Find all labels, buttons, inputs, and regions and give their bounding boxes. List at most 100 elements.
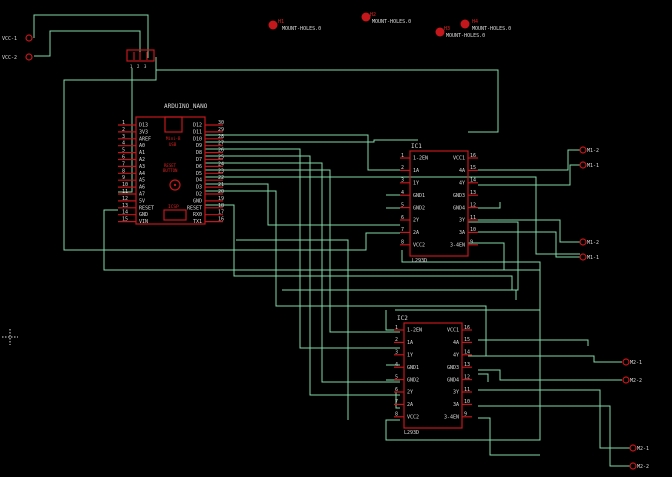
ic1-pin-label: 2A bbox=[413, 230, 419, 236]
terminal-m2-1-b[interactable]: M2-1 bbox=[629, 444, 649, 452]
vcc2-terminal[interactable]: VCC-2 bbox=[2, 53, 33, 61]
arduino-pin-number: 13 bbox=[122, 203, 128, 209]
ic2-pin-label: GND4 bbox=[447, 377, 459, 383]
ic2-pin-label: 3-4EN bbox=[444, 415, 459, 421]
icsp-header bbox=[163, 209, 187, 221]
ic1-pin-label: GND2 bbox=[413, 205, 425, 211]
arduino-pin-label: D11 bbox=[193, 129, 202, 135]
power-inputs: VCC-1 VCC-2 1 2 3 bbox=[2, 34, 155, 69]
arduino-pin-number: 21 bbox=[218, 182, 224, 188]
arduino-pin-label: D9 bbox=[196, 143, 202, 149]
ic1-pin-label: VCC2 bbox=[413, 243, 425, 249]
mount-ref: H3 bbox=[444, 26, 450, 32]
vcc1-terminal[interactable]: VCC-1 bbox=[2, 34, 33, 42]
ic1-body bbox=[409, 150, 469, 257]
arduino-title: ARDUINO_NANO bbox=[164, 103, 208, 110]
arduino-pin-label: GND bbox=[139, 212, 148, 218]
arduino-pin-number: 29 bbox=[218, 127, 224, 133]
arduino-pin-number: 9 bbox=[122, 175, 125, 181]
ic2-pin-label: 3A bbox=[453, 402, 459, 408]
ic2-pin-number: 8 bbox=[395, 412, 398, 418]
terminal-label: M2-2 bbox=[637, 464, 649, 470]
svg-text:USB: USB bbox=[169, 142, 177, 147]
ic2-pin-number: 16 bbox=[464, 325, 470, 331]
terminal-m2-2-b[interactable]: M2-2 bbox=[629, 462, 649, 470]
mounting-holes: H1 MOUNT-HOLES.0 H2 MOUNT-HOLES.0 H3 MOU… bbox=[268, 12, 512, 39]
ic1-pin-label: GND3 bbox=[453, 193, 465, 199]
mount-ref: H1 bbox=[278, 19, 284, 25]
ic2-pin-number: 14 bbox=[464, 350, 470, 356]
arduino-pin-number: 17 bbox=[218, 210, 224, 216]
arduino-pin-label: RX0 bbox=[193, 212, 202, 218]
ic2-pin-label: 2Y bbox=[407, 390, 413, 396]
ic1-pin-number: 5 bbox=[401, 202, 404, 208]
svg-text:BUTTON: BUTTON bbox=[163, 168, 178, 173]
mount-hole-h2[interactable]: H2 MOUNT-HOLES.0 bbox=[361, 12, 412, 25]
power-connector[interactable]: 1 2 3 bbox=[126, 49, 155, 69]
terminal-label: M2-1 bbox=[637, 446, 649, 452]
mount-value: MOUNT-HOLES.0 bbox=[446, 33, 485, 39]
arduino-pin-label: A0 bbox=[139, 143, 145, 149]
mount-ref: H4 bbox=[472, 19, 478, 25]
terminal-m1-2-b[interactable]: M1-2 bbox=[579, 238, 599, 246]
arduino-pin-number: 6 bbox=[122, 155, 125, 161]
arduino-pin-number: 19 bbox=[218, 196, 224, 202]
vcc2-label: VCC-2 bbox=[2, 55, 17, 61]
arduino-pin-label: A5 bbox=[139, 178, 145, 184]
arduino-nano[interactable]: ARDUINO_NANO Mini-B USB RESET BUTTON ICS… bbox=[118, 103, 224, 225]
ic1-pin-number: 7 bbox=[401, 227, 404, 233]
terminal-label: M1-2 bbox=[587, 148, 599, 154]
arduino-pin-number: 22 bbox=[218, 175, 224, 181]
ic2-pin-number: 13 bbox=[464, 362, 470, 368]
mount-hole-h3[interactable]: H3 MOUNT-HOLES.0 bbox=[435, 26, 486, 39]
arduino-pin-label: A2 bbox=[139, 157, 145, 163]
ic1-pin-number: 2 bbox=[401, 165, 404, 171]
arduino-pin-number: 28 bbox=[218, 134, 224, 140]
terminal-m2-2-a[interactable]: M2-2 bbox=[622, 376, 642, 384]
ic2-pin-label: 1-2EN bbox=[407, 328, 422, 334]
mount-hole-h4[interactable]: H4 MOUNT-HOLES.0 bbox=[460, 19, 512, 32]
arduino-pin-label: AREF bbox=[139, 136, 151, 142]
ic1-pin-label: GND4 bbox=[453, 205, 465, 211]
ic1-pin-number: 13 bbox=[470, 190, 476, 196]
connector-pin-2: 2 bbox=[137, 64, 140, 69]
arduino-pin-label: D12 bbox=[193, 123, 202, 129]
arduino-pin-label: TX1 bbox=[193, 219, 202, 225]
ic1-ref: IC1 bbox=[411, 143, 422, 150]
icsp-label: ICSP bbox=[168, 204, 179, 210]
ic1-part: L293D bbox=[412, 258, 427, 264]
ic2-pin-number: 1 bbox=[395, 325, 398, 331]
arduino-pin-label: A7 bbox=[139, 192, 145, 198]
arduino-pin-label: A3 bbox=[139, 164, 145, 170]
ic1-pin-number: 3 bbox=[401, 178, 404, 184]
terminal-m1-1-b[interactable]: M1-1 bbox=[579, 253, 599, 261]
arduino-pin-label: A6 bbox=[139, 185, 145, 191]
mount-hole-h1[interactable]: H1 MOUNT-HOLES.0 bbox=[268, 19, 322, 32]
terminal-label: M2-2 bbox=[630, 378, 642, 384]
arduino-pin-number: 7 bbox=[122, 161, 125, 167]
mount-ref: H2 bbox=[370, 12, 376, 18]
connector-pin-3: 3 bbox=[144, 64, 147, 69]
arduino-pin-label: RESET bbox=[187, 205, 202, 211]
ic1-pin-label: 4Y bbox=[459, 181, 465, 187]
terminal-m2-1-a[interactable]: M2-1 bbox=[622, 358, 642, 366]
terminal-m1-1-a[interactable]: M1-1 bbox=[579, 161, 599, 169]
arduino-pin-label: RESET bbox=[139, 205, 154, 211]
ic1-pin-number: 16 bbox=[470, 153, 476, 159]
ic2-pin-label: 1A bbox=[407, 340, 413, 346]
ic1-pin-label: 3Y bbox=[459, 218, 465, 224]
ic1-pin-label: 4A bbox=[459, 168, 465, 174]
arduino-pin-number: 30 bbox=[218, 120, 224, 126]
terminal-m1-2-a[interactable]: M1-2 bbox=[579, 146, 599, 154]
mount-value: MOUNT-HOLES.0 bbox=[472, 26, 511, 32]
ic1-pin-number: 9 bbox=[470, 240, 473, 246]
arduino-pin-number: 10 bbox=[122, 182, 128, 188]
ic2-pin-label: 2A bbox=[407, 402, 413, 408]
arduino-pin-label: A1 bbox=[139, 150, 145, 156]
arduino-pin-number: 8 bbox=[122, 168, 125, 174]
arduino-pin-number: 4 bbox=[122, 141, 125, 147]
